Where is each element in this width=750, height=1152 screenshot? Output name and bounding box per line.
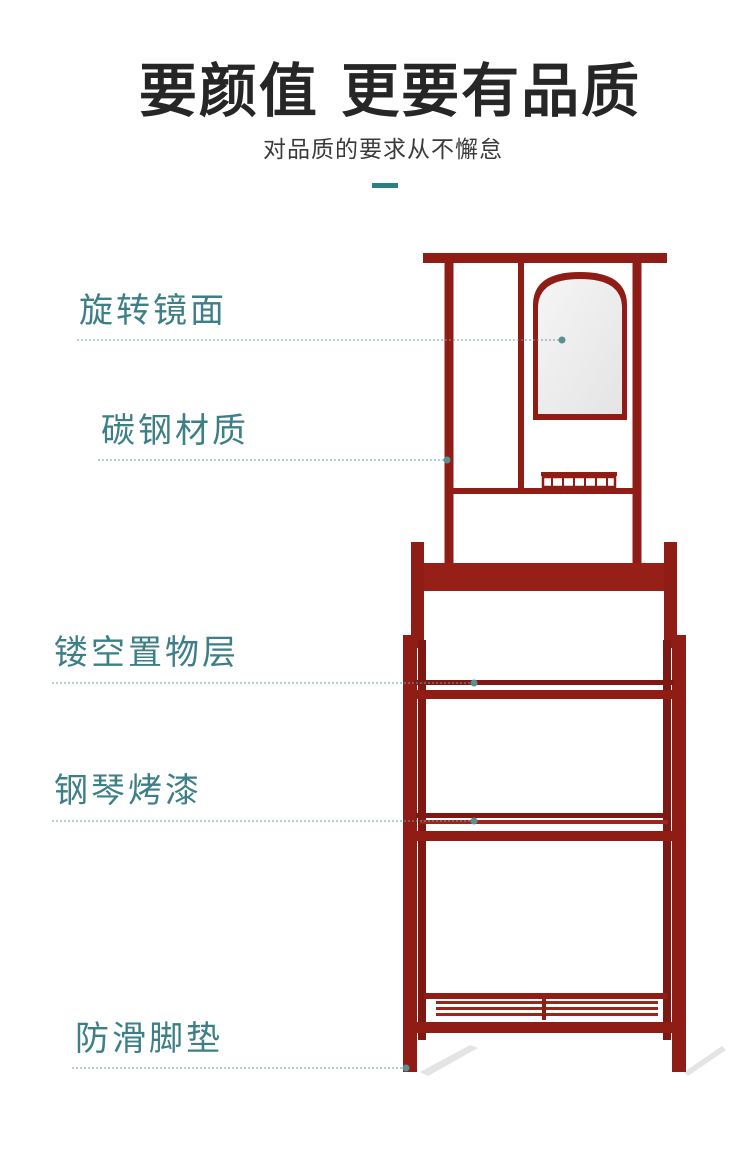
upper-frame <box>423 253 667 567</box>
leader-lines <box>52 339 562 1069</box>
feature-label-hollow-shelf: 镂空置物层 <box>54 633 239 673</box>
feature-label-mirror: 旋转镜面 <box>79 291 227 331</box>
shelf-2 <box>416 813 674 841</box>
page-title: 要颜值 更要有品质 <box>138 57 642 125</box>
leader-dots <box>402 336 566 1072</box>
rotating-mirror <box>533 272 627 420</box>
small-basket <box>541 472 617 489</box>
accent-divider <box>372 183 398 188</box>
shelf-3-slatted <box>414 993 676 1033</box>
shelf-1 <box>414 680 674 699</box>
floor-shadows <box>420 1045 726 1076</box>
feature-label-steel: 碳钢材质 <box>101 411 249 451</box>
feature-label-piano-paint: 钢琴烤漆 <box>54 771 202 811</box>
feature-label-antislip-pads: 防滑脚垫 <box>75 1019 223 1059</box>
page-subtitle: 对品质的要求从不懈怠 <box>263 137 503 163</box>
lower-frame <box>403 542 686 1072</box>
